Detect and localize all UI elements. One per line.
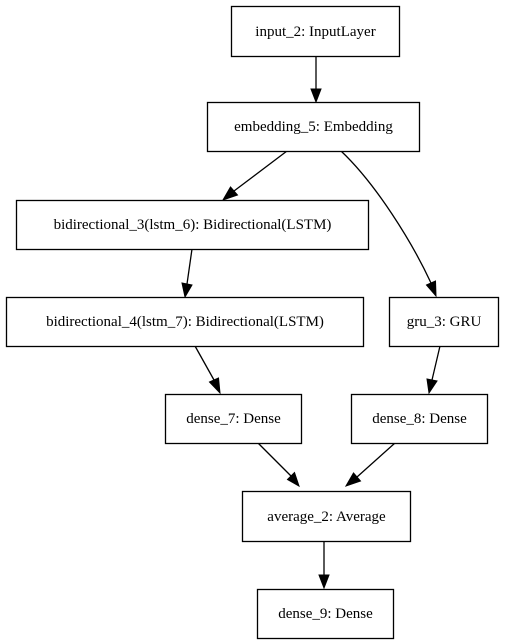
edge-dense-7-to-average-2	[257, 442, 300, 488]
node-dense-9: dense_9: Dense	[256, 588, 395, 640]
node-label-input-2: input_2: InputLayer	[255, 24, 375, 40]
node-dense-7: dense_7: Dense	[164, 393, 303, 445]
node-bidirectional-3: bidirectional_3(lstm_6): Bidirectional(L…	[15, 199, 370, 251]
node-label-average-2: average_2: Average	[267, 509, 386, 525]
edge-gru-3-to-dense-8	[426, 345, 441, 395]
node-label-dense-7: dense_7: Dense	[186, 411, 281, 427]
node-label-embedding-5: embedding_5: Embedding	[234, 119, 393, 135]
node-label-gru-3: gru_3: GRU	[407, 314, 482, 330]
node-gru-3: gru_3: GRU	[388, 296, 500, 348]
nodes: input_2: InputLayer embedding_5: Embeddi…	[5, 5, 500, 640]
node-embedding-5: embedding_5: Embedding	[206, 101, 421, 153]
node-input-2: input_2: InputLayer	[230, 5, 401, 58]
node-label-bidirectional-4: bidirectional_4(lstm_7): Bidirectional(L…	[46, 314, 324, 330]
edge-average-2-to-dense-9	[318, 541, 330, 590]
node-label-bidirectional-3: bidirectional_3(lstm_6): Bidirectional(L…	[54, 217, 332, 233]
edge-dense-8-to-average-2	[344, 442, 396, 487]
node-bidirectional-4: bidirectional_4(lstm_7): Bidirectional(L…	[5, 296, 365, 348]
node-label-dense-9: dense_9: Dense	[278, 606, 373, 622]
edge-embedding-5-to-bidirectional-3	[221, 150, 288, 201]
edge-embedding-5-to-gru-3	[340, 150, 437, 298]
edge-bidirectional-3-to-bidirectional-4	[181, 248, 193, 299]
node-label-dense-8: dense_8: Dense	[372, 411, 467, 427]
edge-bidirectional-4-to-dense-7	[194, 345, 221, 395]
node-dense-8: dense_8: Dense	[350, 393, 489, 445]
node-average-2: average_2: Average	[241, 490, 412, 543]
edge-input-2-to-embedding-5	[310, 57, 322, 104]
edges	[181, 57, 441, 590]
